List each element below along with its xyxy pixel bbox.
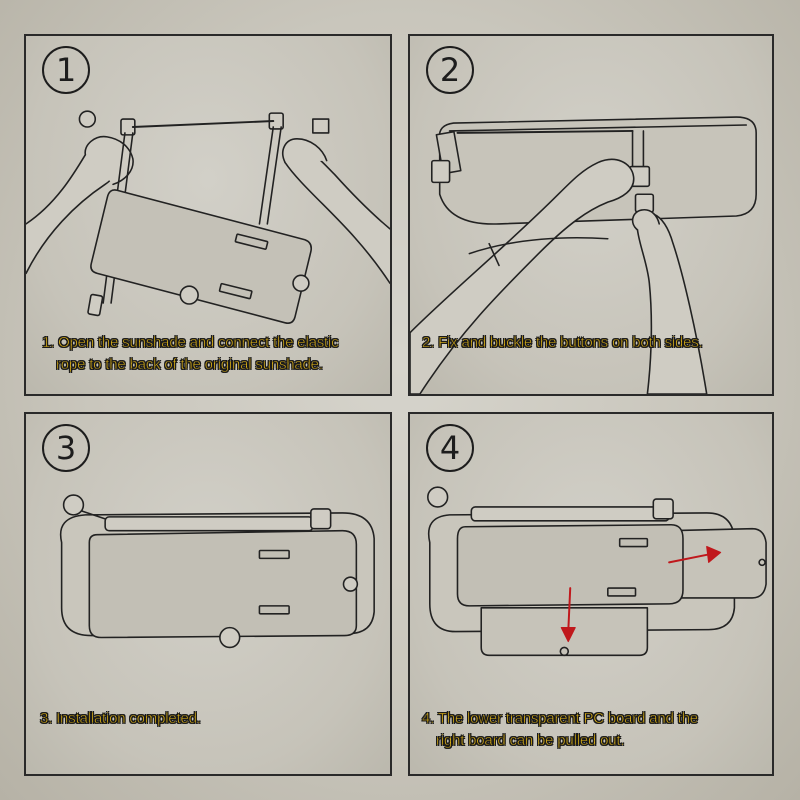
caption-line: right board can be pulled out. xyxy=(436,732,625,750)
step-number-badge: 4 xyxy=(426,424,474,472)
step-number-badge: 1 xyxy=(42,46,90,94)
step-1-illustration xyxy=(26,110,390,324)
caption-line: 1. Open the sunshade and connect the ela… xyxy=(42,334,339,352)
elastic-strap-top xyxy=(131,120,275,128)
step-4-caption: 4. The lower transparent PC board and th… xyxy=(422,708,699,752)
dash-background xyxy=(468,236,609,267)
shade-board-icon xyxy=(88,529,358,639)
upper-arm-icon xyxy=(410,158,635,394)
board-hole xyxy=(758,558,766,567)
strap-end-clip xyxy=(87,293,104,317)
slot-upper xyxy=(234,233,269,250)
step-2-illustration xyxy=(410,116,757,394)
visor-edge xyxy=(448,124,748,132)
right-hand-icon xyxy=(282,138,328,164)
hand-icon xyxy=(631,208,661,231)
visor-mount xyxy=(179,285,199,305)
lower-arm-icon xyxy=(636,212,708,394)
knob-right xyxy=(310,508,332,530)
elastic-strap-right xyxy=(258,126,282,225)
elastic-strap-top xyxy=(470,506,670,522)
knob-right xyxy=(652,498,674,520)
step-number-badge: 2 xyxy=(426,46,474,94)
knob-right xyxy=(312,118,330,134)
right-board-icon xyxy=(668,527,767,599)
step-3-caption: 3. Installation completed. xyxy=(40,708,202,730)
buckle-left-icon xyxy=(430,159,451,184)
step-number-badge: 3 xyxy=(42,424,90,472)
step-2-caption: 2. Fix and buckle the buttons on both si… xyxy=(422,332,703,354)
suction-cup-left xyxy=(62,494,85,516)
slot-lower xyxy=(218,282,253,300)
suction-cup-left xyxy=(427,486,449,508)
slot-upper xyxy=(618,537,649,548)
slot-lower xyxy=(607,587,637,597)
caption-line: 2. Fix and buckle the buttons on both si… xyxy=(422,334,703,352)
shade-board-icon xyxy=(456,523,684,607)
step-4-panel: 4 4. The lower transparent PC board and … xyxy=(408,412,774,776)
caption-line: 4. The lower transparent PC board and th… xyxy=(422,710,699,728)
mount-bracket xyxy=(80,510,106,520)
step-3-illustration xyxy=(59,494,375,649)
board-hole xyxy=(559,646,570,657)
slot-upper xyxy=(258,549,290,560)
elastic-strap-top xyxy=(104,516,314,532)
caption-line: 3. Installation completed. xyxy=(40,710,202,728)
sun-visor-board-icon xyxy=(90,189,313,324)
step-3-panel: 3 3. Installation completed. xyxy=(24,412,392,776)
step-1-panel: 1 1. Open the sunshade and connect the e… xyxy=(24,34,392,396)
visor-pivot xyxy=(342,576,359,592)
visor-mount xyxy=(219,626,241,649)
step-2-panel: 2 2. Fix and buckle the buttons on both … xyxy=(408,34,774,396)
pull-arrow-down-icon xyxy=(560,587,576,643)
suction-cup-left xyxy=(78,110,97,128)
slot-lower xyxy=(258,605,290,615)
caption-line: rope to the back of the original sunshad… xyxy=(56,356,324,374)
pull-arrow-right-icon xyxy=(668,545,722,564)
visor-pivot xyxy=(292,274,310,292)
step-1-caption: 1. Open the sunshade and connect the ela… xyxy=(42,332,339,376)
step-4-illustration xyxy=(427,486,767,657)
elastic-strap-top xyxy=(456,129,634,134)
